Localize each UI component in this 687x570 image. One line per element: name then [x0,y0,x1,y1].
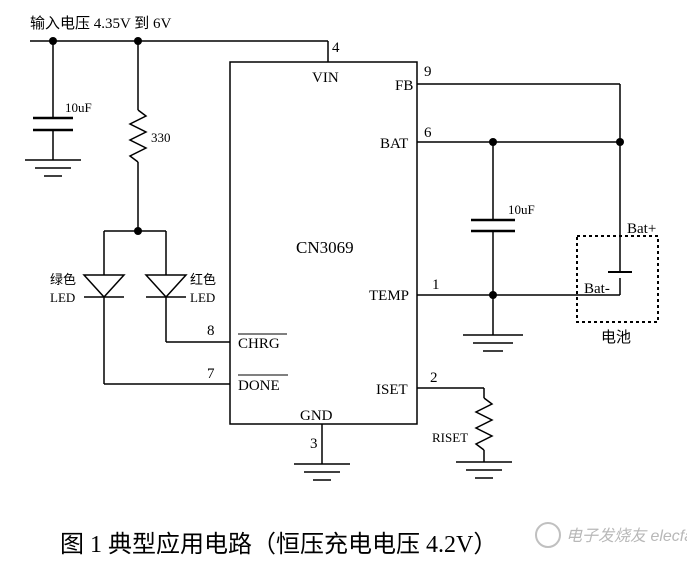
pin-vin-number: 4 [332,40,340,56]
pin-fb-label: FB [395,78,413,94]
battery-label: 电池 [601,329,631,346]
led-branch [82,230,230,385]
input-voltage-label: 输入电压 4.35V 到 6V [30,15,172,32]
red-led-label-1: 红色 [190,272,216,287]
pin-vin-label: VIN [312,70,339,86]
pin-done-number: 7 [207,366,215,382]
pin-chrg-number: 8 [207,323,215,339]
fb-bat-wiring [417,83,624,272]
red-led-label-2: LED [190,290,215,305]
pin-gnd-label: GND [300,408,333,424]
pin-temp-label: TEMP [369,288,409,304]
watermark-text: 电子发烧友 elecfans.com [566,527,687,545]
led-resistor [128,41,148,235]
led-resistor-label: 330 [151,130,171,145]
input-capacitor-label: 10uF [65,100,92,115]
pin-bat-label: BAT [380,136,408,152]
gnd-symbol [294,424,350,481]
battery-capacitor [463,142,523,352]
watermark: 电子发烧友 elecfans.com [535,522,687,548]
battery-capacitor-label: 10uF [508,202,535,217]
green-led-label-1: 绿色 [50,272,76,287]
input-capacitor [25,41,81,177]
battery-plus-label: Bat+ [627,221,656,237]
input-rail [30,37,329,62]
green-led-label-2: LED [50,290,75,305]
chip-name: CN3069 [296,238,354,257]
pin-iset-label: ISET [376,382,408,398]
chip-body [229,61,418,425]
battery-minus-label: Bat- [584,281,610,297]
pin-gnd-number: 3 [310,436,318,452]
figure-caption: 图 1 典型应用电路（恒压充电电压 4.2V） [60,531,497,558]
pin-temp-number: 1 [432,277,440,293]
battery [576,235,659,323]
pin-fb-number: 9 [424,64,432,80]
iset-resistor-label: RISET [432,430,468,445]
pin-iset-number: 2 [430,370,438,386]
pin-done-label: DONE [238,378,280,394]
iset-resistor [417,387,512,479]
pin-bat-number: 6 [424,125,432,141]
pin-chrg-label: CHRG [238,336,280,352]
